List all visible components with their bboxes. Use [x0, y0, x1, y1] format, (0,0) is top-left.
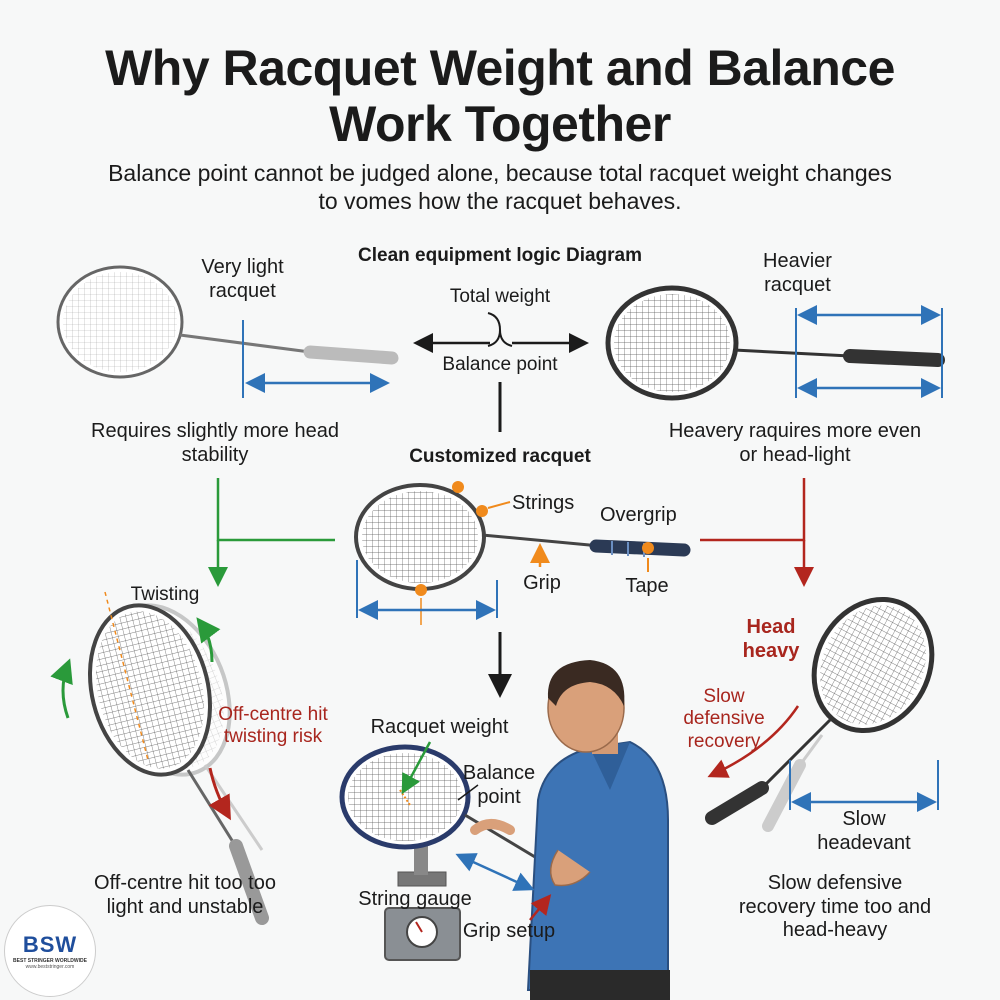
strings-marker — [452, 481, 464, 493]
twisting-risk-label: Off-centre hit twisting risk — [218, 704, 328, 748]
slow-recovery-label: Slow defensive recovery — [683, 686, 765, 752]
string-gauge-label: String gauge — [358, 888, 472, 910]
bsw-logo: BSW BEST STRINGER WORLDWIDE www.beststri… — [4, 905, 96, 997]
twisting-label: Twisting — [130, 584, 200, 605]
total-weight-label: Total weight — [449, 286, 551, 307]
page-title: Why Racquet Weight and Balance Work Toge… — [105, 40, 895, 152]
light-caption: Off-centre hit too too light and unstabl… — [94, 872, 276, 918]
bottom-racquet-illustration — [339, 744, 635, 919]
light-racquet-label: Very light racquet — [201, 256, 284, 302]
logo-tagline: BEST STRINGER WORLDWIDE — [13, 958, 87, 964]
logo-url: www.beststringer.com — [25, 964, 75, 970]
bottom-balance-point-label: Balance point — [462, 762, 536, 808]
heavy-racquet-label: Heavier racquet — [763, 250, 832, 296]
heavy-caption: Slow defensive recovery time too and hea… — [738, 872, 932, 942]
grip-setup-label: Grip setup — [462, 920, 556, 942]
logo-name: BSW — [22, 932, 78, 957]
tape-marker — [642, 542, 654, 554]
customized-racquet-illustration — [354, 483, 691, 591]
racquet-weight-label: Racquet weight — [370, 716, 509, 738]
head-heavy-racquet-illustration — [705, 596, 935, 832]
light-racquet-illustration — [56, 265, 399, 379]
tape-label: Tape — [625, 575, 669, 597]
twisting-racquet-illustration — [88, 603, 269, 925]
page-subtitle: Balance point cannot be judged alone, be… — [108, 160, 892, 214]
technician-illustration — [470, 660, 670, 1000]
grip-label: Grip — [523, 572, 561, 594]
strings-label: Strings — [512, 492, 575, 514]
customized-racquet-label: Customized racquet — [409, 446, 591, 467]
heavy-requirement-text: Heavery raquires more even or head-light — [668, 420, 922, 466]
heavy-racquet-illustration — [605, 285, 945, 401]
light-requirement-text: Requires slightly more head stability — [91, 420, 339, 466]
balance-point-label: Balance point — [442, 354, 558, 375]
head-heavy-label: Head heavy — [742, 616, 800, 662]
slow-headevant-label: Slow headevant — [817, 808, 911, 854]
overgrip-label: Overgrip — [600, 504, 677, 526]
diagram-heading: Clean equipment logic Diagram — [358, 245, 642, 266]
weighing-scale-illustration — [384, 845, 461, 961]
